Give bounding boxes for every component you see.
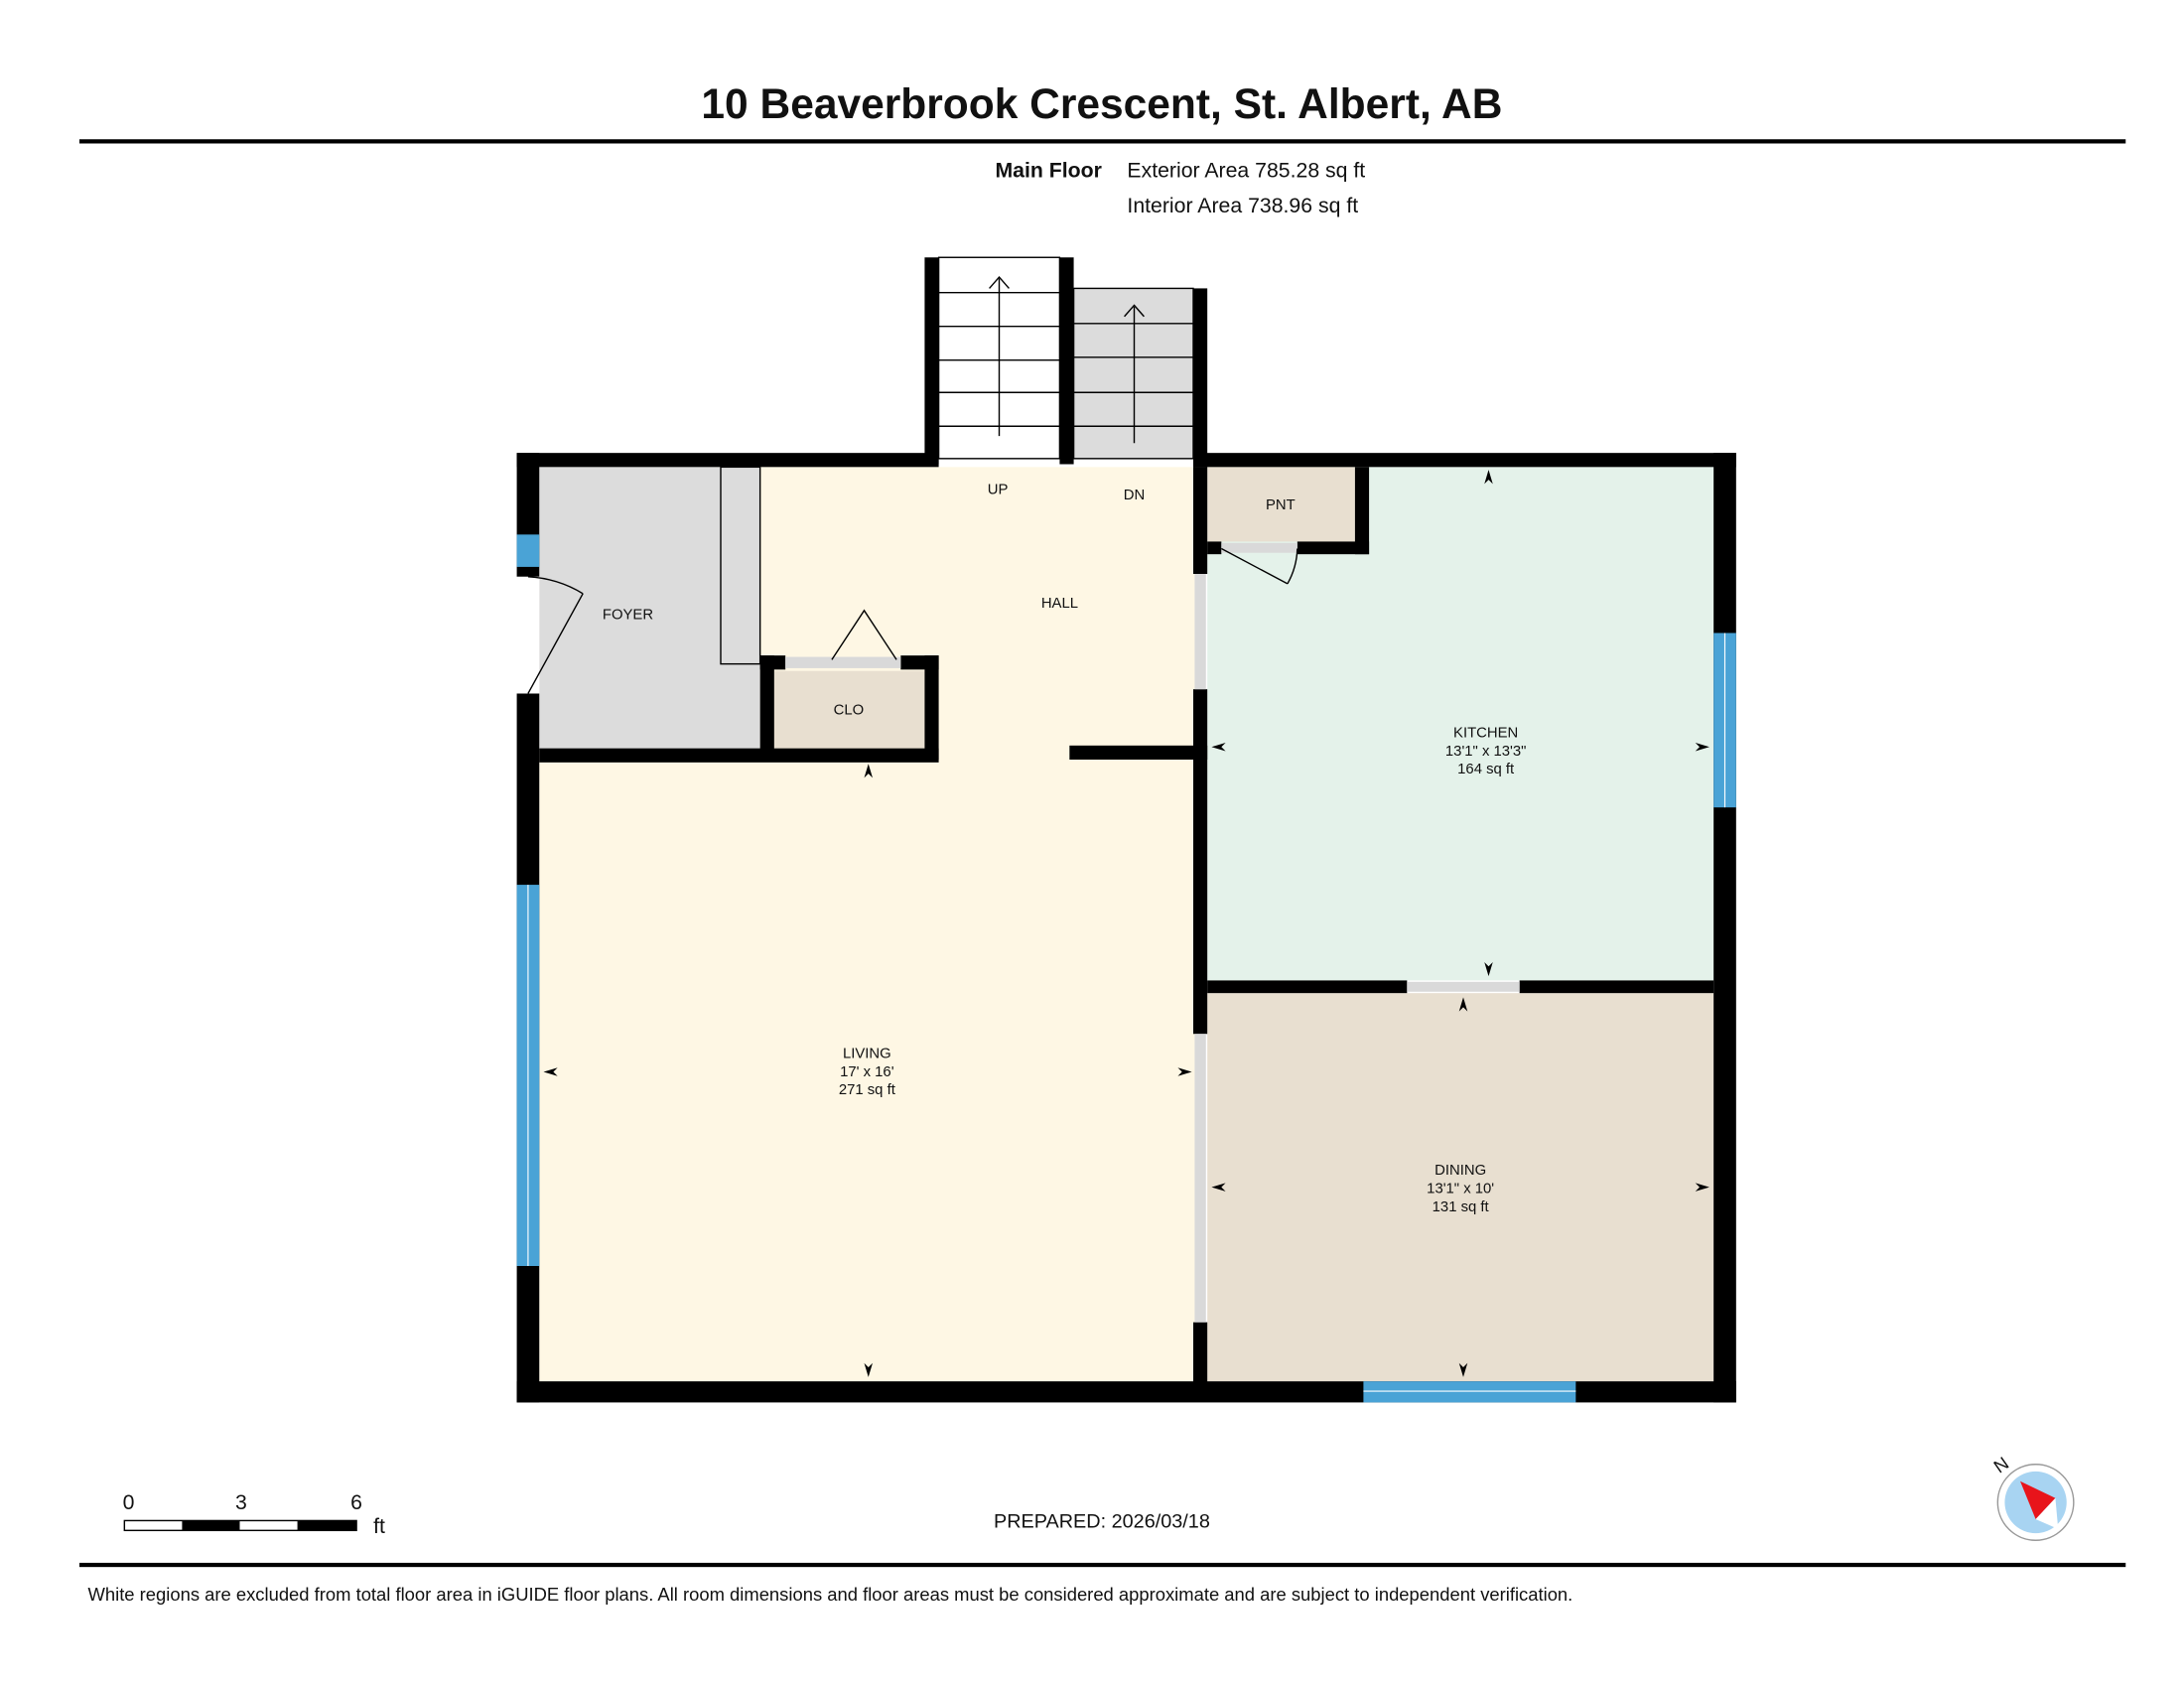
header-rule [79, 139, 2126, 144]
label-stairs-up: UP [988, 482, 1009, 497]
stairs-down [1072, 287, 1194, 460]
interior-area: Interior Area 738.96 sq ft [1127, 194, 1358, 217]
label-closet: CLO [834, 703, 865, 719]
living-dimensions: 17' x 16' [840, 1064, 894, 1080]
scale-tick-0: 0 [123, 1490, 135, 1514]
label-pantry: PNT [1266, 497, 1296, 513]
window-dining [1363, 1381, 1576, 1403]
label-dining: DINING [1434, 1163, 1486, 1179]
living-area: 271 sq ft [839, 1082, 896, 1098]
compass-icon: N [1989, 1453, 2075, 1541]
kitchen-area: 164 sq ft [1457, 762, 1515, 777]
scale-tick-3: 3 [235, 1490, 247, 1514]
label-living: LIVING [843, 1046, 891, 1061]
dimension-markers [543, 470, 1709, 1377]
window-foyer [516, 534, 540, 567]
exterior-area: Exterior Area 785.28 sq ft [1127, 159, 1365, 183]
room-fills [539, 466, 1714, 1382]
label-stairs-down: DN [1124, 488, 1145, 503]
stairs-up [937, 256, 1061, 460]
scale-unit: ft [373, 1514, 385, 1538]
foyer-bench [720, 466, 761, 665]
closet-floor [773, 670, 925, 749]
page-title: 10 Beaverbrook Crescent, St. Albert, AB [701, 81, 1502, 128]
label-kitchen: KITCHEN [1453, 725, 1518, 741]
scale-bar: 0 3 6 ft [123, 1490, 385, 1538]
dining-dimensions: 13'1" x 10' [1427, 1181, 1494, 1196]
scale-tick-6: 6 [350, 1490, 362, 1514]
dining-area: 131 sq ft [1433, 1199, 1490, 1215]
windows [516, 534, 1736, 1403]
compass-north-label: N [1989, 1453, 2012, 1477]
openings [785, 542, 1520, 1323]
doors [516, 547, 1298, 694]
pantry-floor [1207, 467, 1355, 542]
prepared-date: PREPARED: 2026/03/18 [994, 1511, 1210, 1533]
dining-floor [1207, 993, 1714, 1382]
footer-rule [79, 1562, 2126, 1568]
floor-name: Main Floor [995, 159, 1101, 183]
footer-disclaimer: White regions are excluded from total fl… [87, 1584, 1572, 1605]
label-hall: HALL [1041, 596, 1078, 612]
kitchen-dimensions: 13'1" x 13'3" [1445, 744, 1527, 760]
label-foyer: FOYER [603, 607, 653, 623]
